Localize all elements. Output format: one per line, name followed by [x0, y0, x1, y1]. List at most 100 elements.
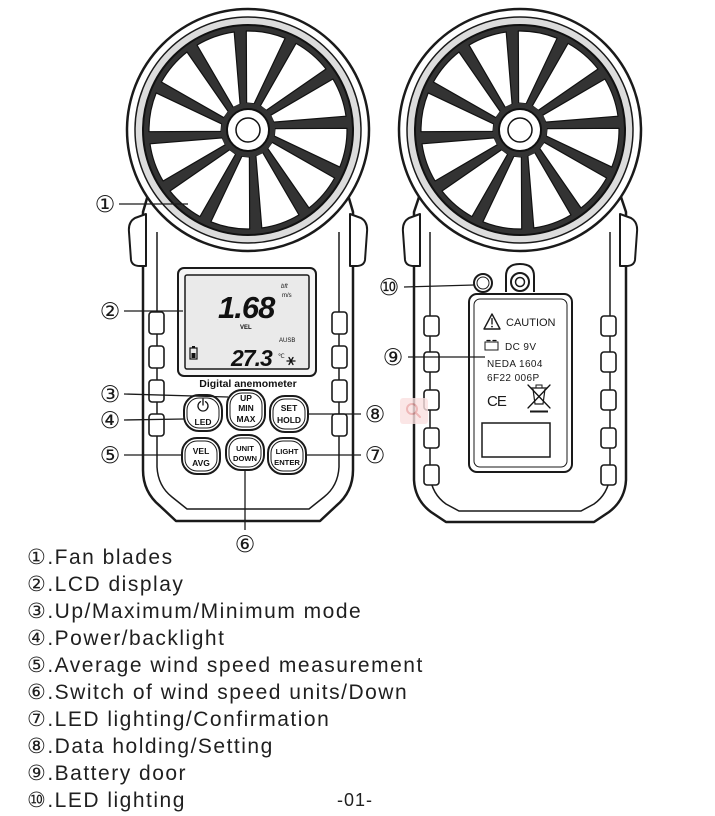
fan-blade: [196, 31, 241, 108]
ce-mark: CE: [487, 393, 507, 410]
fan-blade: [539, 141, 608, 209]
callout-5: ⑤: [100, 443, 121, 469]
back-view: CAUTION DC 9V NEDA 1604 6F22 006P CE: [397, 7, 643, 524]
front-fan-hub: [221, 103, 275, 157]
vel-label: VEL: [193, 446, 210, 456]
lcd-secondary-reading: 27.3: [230, 345, 273, 371]
fan-blade: [468, 31, 513, 108]
power-icon: [197, 398, 209, 412]
fan-blade: [210, 155, 251, 230]
front-view: bft m/s 1.68 VEL 27.3 AUSB ℃ Digital ane…: [125, 7, 371, 523]
led-light-window: [473, 273, 493, 293]
left-grip-bump: [423, 315, 440, 337]
fan-blade: [441, 149, 509, 218]
back-grip-bumps: [423, 315, 617, 486]
left-grip-bump: [148, 345, 165, 369]
callout-10: ⑩: [379, 275, 400, 301]
legend-item: ①.Fan blades: [27, 546, 174, 569]
battery-spec-6f22: 6F22 006P: [487, 373, 540, 384]
legend-item: ⑩.LED lighting: [27, 789, 186, 812]
hub-cap: [235, 117, 261, 143]
legend-item: ⑨.Battery door: [27, 762, 188, 785]
right-grip-bump: [331, 379, 348, 403]
left-grip-bump: [148, 413, 165, 437]
fan-blade: [148, 92, 223, 133]
lcd-main-reading: 1.68: [218, 290, 276, 325]
snowflake-icon: [286, 356, 296, 366]
fan-blade: [545, 127, 620, 168]
unit-down-button: UNIT DOWN: [225, 434, 265, 471]
fan-blade: [542, 78, 619, 123]
battery-door-inner-edge: [473, 298, 568, 468]
legend-item: ⑦.LED lighting/Confirmation: [27, 708, 331, 731]
anemometer-diagram: bft m/s 1.68 VEL 27.3 AUSB ℃ Digital ane…: [95, 7, 643, 558]
warning-triangle-icon: [483, 313, 501, 330]
battery-spec-neda: NEDA 1604: [487, 359, 543, 370]
callout-4-leader: [123, 418, 185, 421]
back-right-clip: [619, 213, 639, 267]
fan-blade: [420, 92, 495, 133]
callout-3: ③: [100, 382, 121, 408]
battery-icon: [484, 339, 499, 351]
fan-blade: [527, 152, 572, 229]
callout-1: ①: [95, 192, 116, 218]
right-grip-bump: [600, 315, 617, 337]
fan-blade: [259, 42, 327, 111]
lcd-mode-label: VEL: [240, 325, 252, 331]
power-led-button: LED: [183, 394, 223, 432]
back-fan-hub: [493, 103, 547, 157]
legend-item: ③.Up/Maximum/Minimum mode: [27, 600, 363, 623]
down-label: DOWN: [233, 454, 257, 463]
parts-legend: ①.Fan blades ②.LCD display ③.Up/Maximum/…: [27, 544, 424, 814]
fan-blade: [482, 155, 523, 230]
right-grip-bump: [331, 311, 348, 335]
back-left-clip: [401, 213, 421, 267]
callout-10-leader: [403, 284, 475, 288]
hub: [226, 108, 270, 152]
hub: [498, 108, 542, 152]
right-grip-bump: [600, 427, 617, 449]
up-label: UP: [240, 393, 252, 403]
right-grip-bump: [600, 464, 617, 486]
fan-blade: [421, 137, 498, 182]
callout-8: ⑧: [365, 402, 386, 428]
watermark-search-icon: [400, 398, 428, 424]
caution-label: CAUTION: [506, 317, 556, 329]
page-number: -01-: [337, 790, 374, 810]
light-enter-button: LIGHT ENTER: [267, 437, 307, 475]
set-hold-button: SET HOLD: [269, 395, 309, 433]
voltage-label: DC 9V: [505, 342, 536, 353]
enter-label: ENTER: [274, 458, 300, 467]
left-grip-bump: [423, 464, 440, 486]
up-min-max-button: UP MIN MAX: [226, 389, 266, 431]
lcd-display: bft m/s 1.68 VEL 27.3 AUSB ℃: [177, 267, 317, 377]
lanyard-hanger: [505, 262, 535, 292]
battery-door: CAUTION DC 9V NEDA 1604 6F22 006P CE: [468, 293, 573, 473]
callout-6: ⑥: [235, 532, 256, 558]
vel-avg-button: VEL AVG: [181, 437, 221, 475]
callout-2: ②: [100, 299, 121, 325]
front-right-clip: [349, 213, 369, 267]
left-grip-bump: [148, 379, 165, 403]
left-grip-bump: [423, 427, 440, 449]
fan-blade: [255, 152, 300, 229]
right-grip-bump: [600, 351, 617, 373]
fan-blade: [531, 42, 599, 111]
hub-cap: [507, 117, 533, 143]
min-label: MIN: [238, 403, 254, 413]
lcd-unit-ms: m/s: [282, 293, 292, 299]
lcd-secondary-tag: AUSB: [279, 338, 295, 344]
legend-item: ⑥.Switch of wind speed units/Down: [27, 681, 409, 704]
power-button-label: LED: [195, 417, 212, 427]
fan-blade: [517, 30, 558, 105]
lcd-unit-bft: bft: [281, 284, 288, 290]
battery-icon: [189, 346, 198, 360]
fan-blade: [432, 51, 501, 119]
left-grip-bump: [423, 351, 440, 373]
legend-item: ④.Power/backlight: [27, 627, 226, 650]
legend-item: ②.LCD display: [27, 573, 185, 596]
right-grip-bump: [331, 413, 348, 437]
battery-door-label-area: [481, 422, 551, 458]
fan-blade: [273, 127, 348, 168]
light-label: LIGHT: [276, 447, 299, 456]
